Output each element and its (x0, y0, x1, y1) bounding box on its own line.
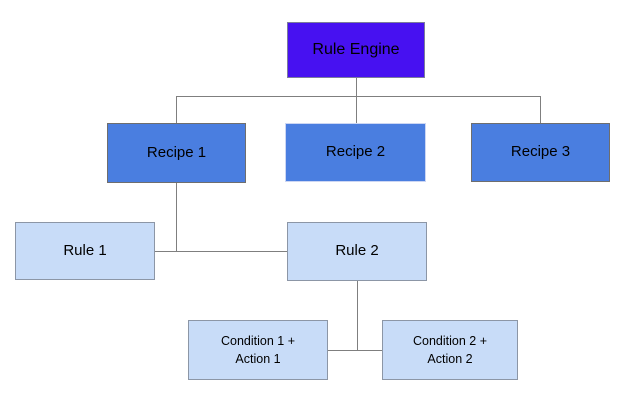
node-condition-1-label: Condition 1 + Action 1 (220, 333, 295, 366)
node-rule-engine: Rule Engine (287, 22, 425, 78)
connector-rule-engine-stub (356, 78, 357, 96)
node-rule-engine-label: Rule Engine (312, 41, 400, 58)
node-recipe-2: Recipe 2 (285, 123, 426, 182)
node-condition-2-action-2: Condition 2 + Action 2 (382, 320, 518, 380)
connector-drop-recipe-2 (356, 96, 357, 123)
connector-recipe-1-to-rules (176, 183, 177, 251)
node-rule-1: Rule 1 (15, 222, 155, 280)
node-rule-1-label: Rule 1 (63, 241, 107, 259)
connector-rule-1-to-rule-2 (155, 251, 287, 252)
node-rule-2: Rule 2 (287, 222, 427, 281)
node-recipe-3: Recipe 3 (471, 123, 610, 182)
connector-drop-recipe-1 (176, 96, 177, 123)
node-recipe-1-label: Recipe 1 (146, 143, 207, 161)
connector-rule-2-to-conditions (357, 281, 358, 350)
node-recipe-2-label: Recipe 2 (325, 143, 386, 161)
connector-drop-recipe-3 (540, 96, 541, 123)
connector-condition-1-to-2 (328, 350, 382, 351)
node-rule-2-label: Rule 2 (335, 242, 379, 260)
node-recipe-3-label: Recipe 3 (510, 143, 571, 161)
node-condition-2-label: Condition 2 + Action 2 (412, 333, 487, 366)
connector-recipes-bus (176, 96, 541, 97)
node-recipe-1: Recipe 1 (107, 123, 246, 183)
node-condition-1-action-1: Condition 1 + Action 1 (188, 320, 328, 380)
